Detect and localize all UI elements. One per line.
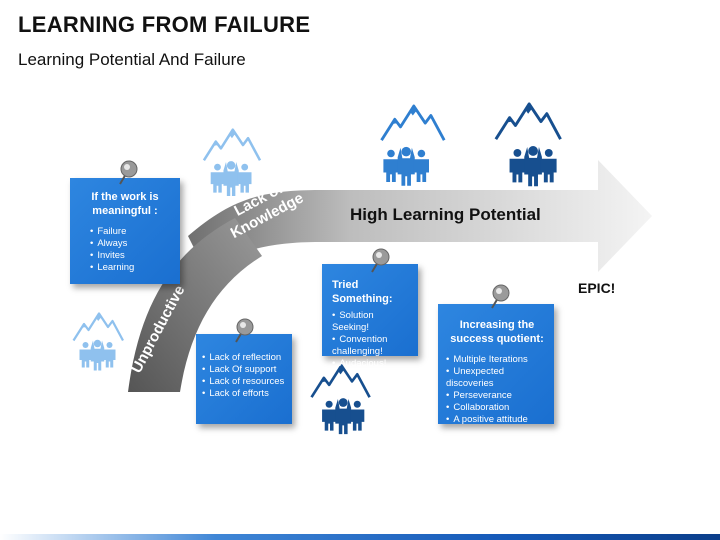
list-item: Always <box>90 238 172 250</box>
note-heading: If the work is meaningful : <box>91 191 159 217</box>
list-item: Learning <box>90 262 172 274</box>
note-heading: Increasing the success quotient: <box>450 319 544 345</box>
epic-label: EPIC! <box>578 280 616 296</box>
page-title: LEARNING FROM FAILURE <box>18 12 311 37</box>
list-item: Lack of resources <box>202 376 286 388</box>
note-heading: Tried Something: <box>332 279 393 305</box>
list-item: Lack of reflection <box>202 352 286 364</box>
list-item: Multiple Iterations <box>446 354 548 366</box>
pushpin-icon <box>235 318 254 343</box>
list-item: Collaboration <box>446 402 548 414</box>
list-item: Convention challenging! <box>332 334 412 358</box>
high-learning-label: High Learning Potential <box>350 205 541 224</box>
mountain-people-icon <box>380 104 446 186</box>
list-item: Perseverance <box>446 390 548 402</box>
note-meaningful: If the work is meaningful : Failure Alwa… <box>70 178 180 284</box>
list-item: Invites <box>90 250 172 262</box>
list-item: Solution Seeking! <box>332 310 412 334</box>
note-success: Increasing the success quotient: Multipl… <box>438 304 554 426</box>
list-item: Unexpected discoveries <box>446 366 548 390</box>
mountain-people-icon <box>494 102 562 187</box>
mountain-people-icon <box>72 312 125 371</box>
mountain-people-icon <box>202 128 262 196</box>
list-item: Failure <box>90 226 172 238</box>
list-item: A positive attitude <box>446 414 548 426</box>
footer-bar <box>0 534 720 540</box>
pushpin-icon <box>119 160 138 185</box>
mountain-people-icon <box>310 364 371 435</box>
list-item: Audacious! <box>332 358 412 370</box>
arrow-body <box>188 160 652 272</box>
pushpin-icon <box>371 248 390 273</box>
note-tried: Tried Something: Solution Seeking! Conve… <box>322 264 418 369</box>
note-lack: Lack of reflection Lack Of support Lack … <box>196 334 292 424</box>
list-item: Lack Of support <box>202 364 286 376</box>
list-item: Lack of efforts <box>202 388 286 400</box>
page-subtitle: Learning Potential And Failure <box>18 50 246 69</box>
arrow-curve <box>128 218 262 392</box>
pushpin-icon <box>491 284 510 309</box>
